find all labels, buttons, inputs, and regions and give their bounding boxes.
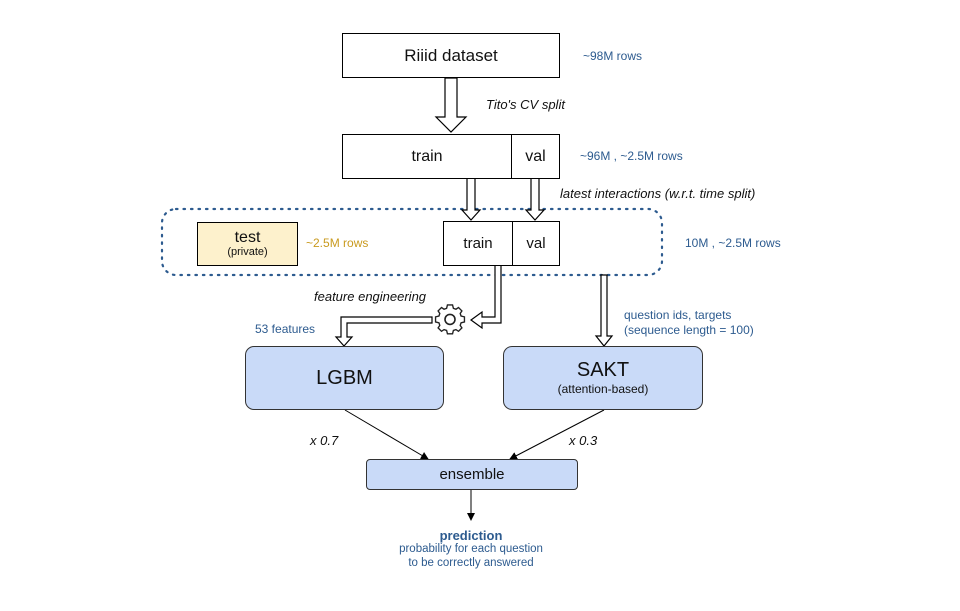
latest-interactions-label: latest interactions (w.r.t. time split) bbox=[560, 186, 756, 201]
split1-train-box: train bbox=[342, 134, 512, 179]
sakt-to-ensemble-arrow bbox=[509, 409, 605, 460]
lgbm-weight: x 0.7 bbox=[310, 433, 339, 448]
sakt-input-line2: (sequence length = 100) bbox=[624, 323, 754, 337]
val-to-sakt-arrow bbox=[594, 274, 614, 347]
cv-split-arrow bbox=[434, 77, 468, 133]
lgbm-box: LGBM bbox=[245, 346, 444, 410]
val-to-val-arrow bbox=[524, 177, 546, 221]
dataset-box: Riiid dataset bbox=[342, 33, 560, 78]
split1-val-label: val bbox=[525, 147, 546, 165]
test-rows: ~2.5M rows bbox=[306, 236, 369, 250]
split2-rows: 10M , ~2.5M rows bbox=[685, 236, 781, 250]
split1-rows: ~96M , ~2.5M rows bbox=[580, 149, 683, 163]
gear-icon bbox=[434, 304, 466, 335]
split1-train-label: train bbox=[411, 147, 443, 165]
feature-engineering-label: feature engineering bbox=[314, 289, 427, 304]
test-title: test bbox=[234, 229, 261, 246]
sakt-box: SAKT (attention-based) bbox=[503, 346, 703, 410]
time-split-group bbox=[160, 207, 664, 277]
prediction-line1: probability for each question bbox=[399, 543, 543, 555]
prediction-title: prediction bbox=[439, 528, 503, 543]
lgbm-to-ensemble-arrow bbox=[344, 409, 429, 460]
prediction-line2: to be correctly answered bbox=[408, 557, 534, 569]
split2-val-box: val bbox=[512, 221, 560, 266]
gear-to-lgbm-arrow bbox=[334, 316, 433, 347]
dataset-label: Riiid dataset bbox=[404, 45, 498, 65]
split2-train-box: train bbox=[443, 221, 513, 266]
split2-val-label: val bbox=[526, 235, 546, 252]
test-box: test (private) bbox=[197, 222, 298, 266]
sakt-input-line1: question ids, targets bbox=[624, 308, 732, 322]
lgbm-label: LGBM bbox=[316, 366, 373, 389]
ensemble-label: ensemble bbox=[439, 466, 505, 483]
test-subtitle: (private) bbox=[227, 246, 268, 258]
split2-train-label: train bbox=[463, 235, 493, 252]
sakt-label: SAKT bbox=[576, 359, 630, 381]
ensemble-box: ensemble bbox=[366, 459, 578, 490]
cv-split-label: Tito's CV split bbox=[486, 97, 565, 112]
sakt-subtitle: (attention-based) bbox=[557, 382, 649, 396]
sakt-weight: x 0.3 bbox=[569, 433, 598, 448]
train-to-train-arrow bbox=[460, 177, 482, 221]
split1-val-box: val bbox=[511, 134, 560, 179]
train-to-gear-arrow bbox=[469, 264, 502, 330]
features-count: 53 features bbox=[255, 322, 316, 336]
dataset-rows: ~98M rows bbox=[583, 49, 643, 63]
